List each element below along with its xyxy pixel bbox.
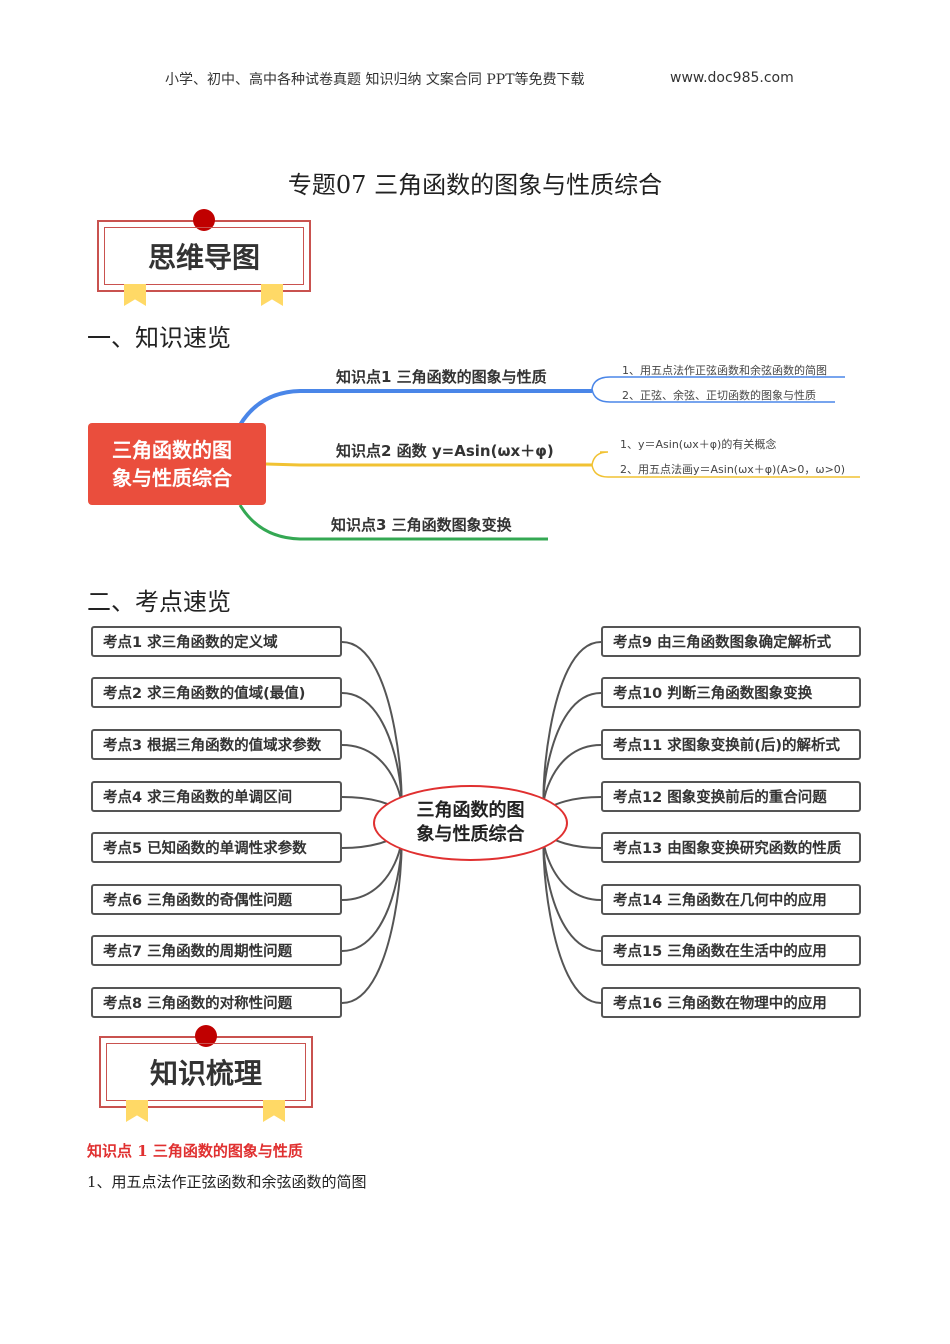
sub-1-2: 2、正弦、余弦、正切函数的图象与性质 xyxy=(622,389,816,402)
root-label: 三角函数的图象与性质综合 xyxy=(112,438,232,490)
branch-3-label: 知识点3 三角函数图象变换 xyxy=(331,516,512,534)
header-site[interactable]: www.doc985.com xyxy=(670,70,794,86)
exam-point-right-1: 考点9 由三角函数图象确定解析式 xyxy=(601,626,861,657)
banner-dot xyxy=(193,209,215,231)
ribbon-icon xyxy=(263,1100,285,1122)
exam-point-left-8: 考点8 三角函数的对称性问题 xyxy=(91,987,342,1018)
knowledge-banner: 知识梳理 xyxy=(99,1025,313,1122)
connector-line xyxy=(542,839,602,952)
branch-line-2 xyxy=(265,462,592,467)
sub-2-2: 2、用五点法画y＝Asin(ωx＋φ)(A>0，ω>0) xyxy=(620,463,846,476)
page-title: 专题07 三角函数的图象与性质综合 xyxy=(287,171,663,199)
connector-line xyxy=(341,692,403,805)
exam-point-left-3: 考点3 根据三角函数的值域求参数 xyxy=(91,729,342,760)
exam-point-left-6: 考点6 三角函数的奇偶性问题 xyxy=(91,884,342,915)
ribbon-icon xyxy=(124,284,146,306)
section-heading-2: 二、考点速览 xyxy=(87,588,231,616)
banner-title: 知识梳理 xyxy=(106,1043,306,1101)
center-label: 三角函数的图象与性质综合 xyxy=(416,800,525,845)
exam-point-right-3: 考点11 求图象变换前(后)的解析式 xyxy=(601,729,861,760)
connector-line xyxy=(341,744,403,806)
exam-center-node: 三角函数的图象与性质综合 xyxy=(373,785,568,861)
exam-point-left-2: 考点2 求三角函数的值域(最值) xyxy=(91,677,342,708)
connector-line xyxy=(542,744,602,806)
exam-point-left-4: 考点4 求三角函数的单调区间 xyxy=(91,781,342,812)
knowledge-point-item: 1、用五点法作正弦函数和余弦函数的简图 xyxy=(87,1173,367,1191)
connector-line xyxy=(341,840,403,1004)
ribbon-icon xyxy=(126,1100,148,1122)
section-heading-1: 一、知识速览 xyxy=(87,324,231,352)
exam-point-left-7: 考点7 三角函数的周期性问题 xyxy=(91,935,342,966)
banner-title: 思维导图 xyxy=(104,227,304,285)
connector-line xyxy=(341,839,403,952)
branch-2-label: 知识点2 函数 y=Asin(ωx＋φ) xyxy=(336,442,554,460)
sub-bracket-2 xyxy=(591,451,860,478)
branch-line-3 xyxy=(238,504,548,541)
exam-point-right-4: 考点12 图象变换前后的重合问题 xyxy=(601,781,861,812)
sub-bracket-1 xyxy=(591,376,845,403)
mindmap-banner: 思维导图 xyxy=(97,209,311,306)
branch-1-label: 知识点1 三角函数的图象与性质 xyxy=(336,368,547,386)
ribbon-icon xyxy=(261,284,283,306)
exam-point-right-7: 考点15 三角函数在生活中的应用 xyxy=(601,935,861,966)
header-text: 小学、初中、高中各种试卷真题 知识归纳 文案合同 PPT等免费下载 xyxy=(165,72,585,88)
knowledge-point-heading: 知识点 1 三角函数的图象与性质 xyxy=(87,1142,303,1160)
mindmap-root: 三角函数的图象与性质综合 xyxy=(88,423,266,505)
exam-point-right-6: 考点14 三角函数在几何中的应用 xyxy=(601,884,861,915)
sub-2-1: 1、y＝Asin(ωx＋φ)的有关概念 xyxy=(620,438,777,451)
exam-point-right-2: 考点10 判断三角函数图象变换 xyxy=(601,677,861,708)
exam-point-left-5: 考点5 已知函数的单调性求参数 xyxy=(91,832,342,863)
mindmap-lines xyxy=(238,376,860,541)
branch-line-1 xyxy=(238,389,592,427)
banner-dot xyxy=(195,1025,217,1047)
exam-point-left-1: 考点1 求三角函数的定义域 xyxy=(91,626,342,657)
exam-point-right-5: 考点13 由图象变换研究函数的性质 xyxy=(601,832,861,863)
exam-point-right-8: 考点16 三角函数在物理中的应用 xyxy=(601,987,861,1018)
connector-line xyxy=(542,692,602,805)
sub-1-1: 1、用五点法作正弦函数和余弦函数的简图 xyxy=(622,364,827,377)
